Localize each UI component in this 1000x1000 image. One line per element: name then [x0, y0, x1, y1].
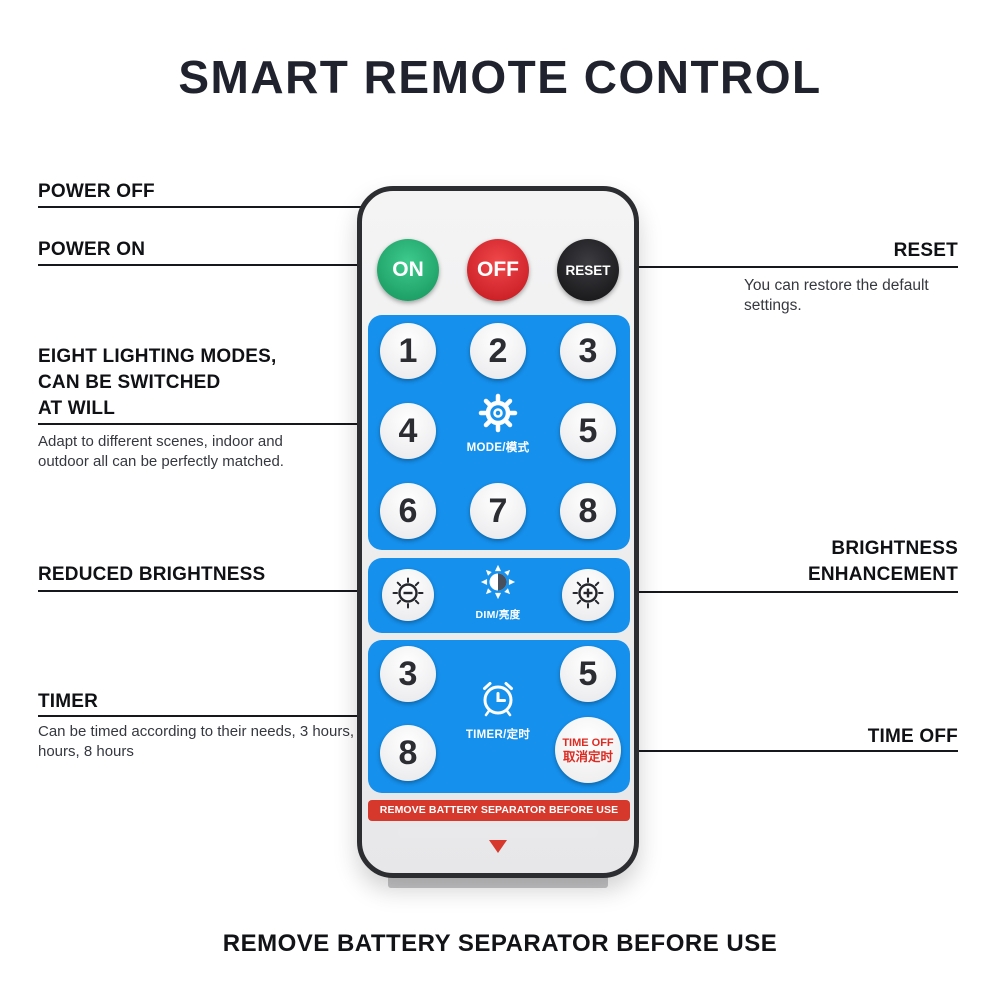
time-off-button-line2: 取消定时	[562, 750, 613, 764]
timer-label-on-remote: TIMER/定时	[465, 729, 531, 741]
timer-button-5h[interactable]: 5	[560, 646, 616, 702]
reduced-brightness-pointer-line	[38, 590, 372, 592]
mode-button-5[interactable]: 5	[560, 403, 616, 459]
reduced-brightness-label: REDUCED BRIGHTNESS	[38, 564, 266, 585]
arrow-down-icon	[489, 840, 507, 853]
power-on-pointer-line	[38, 264, 392, 266]
timer-center: TIMER/定时	[458, 676, 538, 742]
brightness-plus-icon	[571, 576, 605, 615]
faded-print	[398, 827, 598, 838]
alarm-clock-icon	[476, 682, 520, 724]
dim-label: DIM/亮度	[475, 609, 521, 621]
warning-strip: REMOVE BATTERY SEPARATOR BEFORE USE	[368, 800, 630, 821]
lighting-modes-label: EIGHT LIGHTING MODES, CAN BE SWITCHED AT…	[38, 346, 277, 419]
mode-center: MODE/模式	[460, 393, 536, 455]
mode-panel: 1 2 3 4 5 6 7 8	[368, 315, 630, 550]
mode-button-7[interactable]: 7	[470, 483, 526, 539]
timer-button-3h[interactable]: 3	[380, 646, 436, 702]
mode-button-6[interactable]: 6	[380, 483, 436, 539]
brightness-enhancement-pointer-line	[629, 591, 958, 593]
brightness-enhancement-label: BRIGHTNESS ENHANCEMENT	[808, 538, 958, 585]
power-off-label: POWER OFF	[38, 181, 155, 202]
mode-label: MODE/模式	[466, 442, 530, 454]
power-on-label: POWER ON	[38, 239, 146, 260]
timer-annotation-label: TIMER	[38, 691, 99, 712]
remote-control: ON OFF RESET 1 2 3 4 5 6 7 8	[357, 186, 639, 878]
lighting-modes-description: Adapt to different scenes, indoor and ou…	[38, 433, 284, 470]
dim-center: DIM/亮度	[463, 563, 533, 622]
mode-button-4[interactable]: 4	[380, 403, 436, 459]
time-off-button[interactable]: TIME OFF 取消定时	[555, 717, 621, 783]
gear-icon	[478, 393, 518, 437]
page-title: SMART REMOTE CONTROL	[178, 51, 822, 103]
time-off-button-line1: TIME OFF	[562, 737, 614, 749]
brightness-minus-icon	[391, 576, 425, 615]
timer-button-8h[interactable]: 8	[380, 725, 436, 781]
power-off-button[interactable]: OFF	[467, 239, 529, 301]
mode-button-8[interactable]: 8	[560, 483, 616, 539]
mode-button-3[interactable]: 3	[560, 323, 616, 379]
timer-pointer-line	[38, 715, 370, 717]
reset-description: You can restore the default settings.	[744, 277, 929, 314]
timer-panel: 3 5 8 TIMER/定时 TIME OFF 取	[368, 640, 630, 793]
time-off-pointer-line	[624, 750, 958, 752]
brightness-plus-button[interactable]	[562, 569, 614, 621]
mode-button-1[interactable]: 1	[380, 323, 436, 379]
reset-pointer-line	[622, 266, 958, 268]
mode-button-2[interactable]: 2	[470, 323, 526, 379]
reset-annotation-label: RESET	[893, 240, 958, 261]
power-on-button[interactable]: ON	[377, 239, 439, 301]
time-off-annotation-label: TIME OFF	[867, 726, 958, 747]
footer-caption: REMOVE BATTERY SEPARATOR BEFORE USE	[222, 930, 778, 957]
dim-panel: DIM/亮度	[368, 558, 630, 633]
timer-description: Can be timed according to their needs, 3…	[38, 723, 367, 760]
sun-icon	[479, 564, 517, 605]
reset-button[interactable]: RESET	[557, 239, 619, 301]
brightness-minus-button[interactable]	[382, 569, 434, 621]
lighting-modes-pointer-line	[38, 423, 370, 425]
